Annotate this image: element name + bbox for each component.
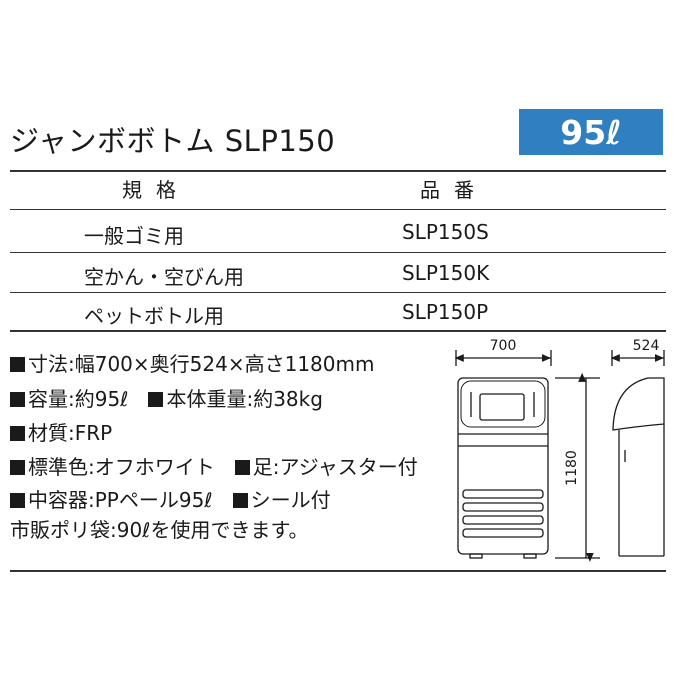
header-rule [10, 209, 666, 210]
bullet-square-icon [148, 392, 164, 407]
height-label: 1180 [564, 450, 580, 486]
table-bottom-rule [10, 330, 666, 332]
row-rule [10, 292, 666, 293]
product-title: ジャンボボトム SLP150 [10, 124, 336, 158]
bullet-square-icon [234, 460, 250, 475]
row-code: SLP150S [402, 220, 489, 244]
header-spec: 規格 [122, 178, 190, 202]
table-top-rule [10, 170, 666, 172]
spec-dimensions: 寸法:幅700×奥行524×高さ1180mm [10, 348, 374, 377]
row-spec: 一般ゴミ用 [84, 224, 184, 248]
front-view [454, 350, 600, 562]
spec-material: 材質:FRP [10, 417, 112, 446]
bullet-square-icon [10, 392, 25, 407]
bullet-square-icon [10, 357, 25, 372]
row-spec: 空かん・空びん用 [84, 265, 244, 289]
bullet-square-icon [232, 493, 248, 508]
row-code: SLP150K [402, 261, 490, 285]
row-spec: ペットボトル用 [84, 304, 224, 328]
bullet-square-icon [10, 426, 25, 441]
header-code: 品番 [420, 178, 488, 202]
spec-bag: 市販ポリ袋:90ℓを使用できます。 [10, 518, 309, 542]
bullet-square-icon [10, 460, 25, 475]
row-rule [10, 252, 666, 253]
bottom-rule [10, 570, 666, 572]
capacity-badge: 95ℓ [519, 109, 663, 155]
row-code: SLP150P [402, 300, 489, 324]
spec-color-foot: 標準色:オフホワイト足:アジャスター付 [10, 451, 418, 480]
width-label: 700 [490, 338, 517, 354]
side-view [610, 350, 665, 557]
bullet-square-icon [10, 493, 25, 508]
depth-label: 524 [633, 338, 660, 354]
